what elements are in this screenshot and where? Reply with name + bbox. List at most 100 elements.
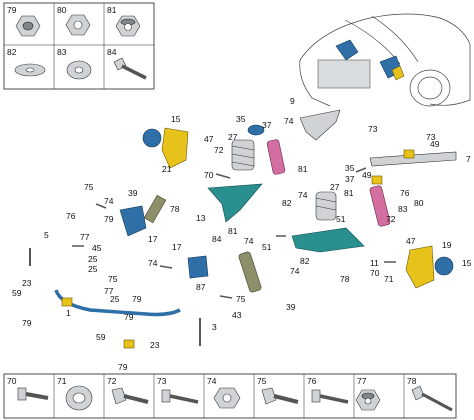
part-callout: 23 <box>22 278 32 288</box>
part-callout: 35 <box>345 163 355 173</box>
suspension-parts <box>29 109 457 349</box>
grid-cell-label: 82 <box>7 47 17 57</box>
grid-cell-label: 81 <box>107 5 117 15</box>
part-callout: 25 <box>88 254 98 264</box>
part-callout: 7 <box>466 154 471 164</box>
part-callout: 74 <box>284 116 294 126</box>
part-callout: 77 <box>104 286 114 296</box>
part-callout: 74 <box>298 190 308 200</box>
hex-nut-icon <box>65 14 91 36</box>
hub-bearing-right <box>434 256 454 276</box>
hub-carrier <box>119 205 147 237</box>
part-callout: 74 <box>244 236 254 246</box>
upper-control-arm <box>299 109 341 141</box>
flange-nut-icon <box>213 387 241 409</box>
part-callout: 81 <box>298 164 308 174</box>
stabilizer-bar <box>54 289 181 317</box>
grid-cell-label: 80 <box>57 5 67 15</box>
grid-cell-label: 77 <box>357 376 367 386</box>
knuckle <box>161 127 189 169</box>
bushing <box>403 149 415 159</box>
part-callout: 70 <box>370 268 380 278</box>
part-callout: 79 <box>132 294 142 304</box>
part-callout: 73 <box>426 132 436 142</box>
part-callout: 39 <box>286 302 296 312</box>
bolt-icon <box>311 389 349 404</box>
part-callout: 47 <box>204 134 214 144</box>
grid-cell-label: 74 <box>207 376 217 386</box>
lower-control-arm <box>291 227 365 253</box>
grid-cell-label: 72 <box>107 376 117 386</box>
part-callout: 37 <box>345 174 355 184</box>
damper-lower-right <box>238 251 262 293</box>
part-callout: 17 <box>172 242 182 252</box>
bar-bushing <box>61 297 73 307</box>
part-callout: 76 <box>66 211 76 221</box>
part-callout: 78 <box>340 274 350 284</box>
part-callout: 43 <box>232 310 242 320</box>
bar-bushing <box>123 339 135 349</box>
part-callout: 74 <box>104 196 114 206</box>
part-callout: 59 <box>96 332 106 342</box>
grid-cell-label: 84 <box>107 47 117 57</box>
grid-cell-label: 71 <box>57 376 67 386</box>
spring-seat <box>247 124 265 136</box>
part-callout: 9 <box>290 96 295 106</box>
part-callout: 15 <box>462 258 472 268</box>
part-callout: 73 <box>368 124 378 134</box>
part-callout: 72 <box>386 214 396 224</box>
part-callout: 25 <box>88 264 98 274</box>
part-callout: 77 <box>80 232 90 242</box>
trailing-arm <box>207 183 263 223</box>
fastener-grid-bottom: 70 71 72 73 74 75 76 77 78 <box>3 373 457 419</box>
oval-washer-icon <box>14 63 46 77</box>
lock-nut-icon <box>115 15 141 37</box>
part-callout: 19 <box>442 240 452 250</box>
part-callout: 80 <box>414 198 424 208</box>
lock-nut-icon <box>355 389 381 411</box>
part-callout: 23 <box>150 340 160 350</box>
part-callout: 11 <box>370 258 379 268</box>
part-callout: 49 <box>430 139 440 149</box>
part-callout: 21 <box>162 164 172 174</box>
part-callout: 17 <box>148 234 158 244</box>
grid-cell-label: 83 <box>57 47 67 57</box>
part-callout: 72 <box>214 145 224 155</box>
damper-right <box>369 185 391 227</box>
part-callout: 81 <box>344 188 354 198</box>
hub-bearing <box>142 128 162 148</box>
part-callout: 79 <box>124 312 134 322</box>
part-callout: 13 <box>196 213 206 223</box>
long-bolt-icon <box>411 385 453 412</box>
part-callout: 76 <box>400 188 410 198</box>
part-callout: 49 <box>362 170 372 180</box>
part-callout: 25 <box>110 294 120 304</box>
part-callout: 87 <box>196 282 206 292</box>
small-fasteners <box>72 167 396 299</box>
grid-cell-label: 79 <box>7 5 17 15</box>
part-callout: 75 <box>84 182 94 192</box>
part-callout: 1 <box>66 308 71 318</box>
fastener-grid-top: 79 80 81 82 83 84 <box>3 2 155 90</box>
part-callout: 51 <box>262 242 272 252</box>
washer-icon <box>66 60 92 80</box>
part-callout: 27 <box>228 132 238 142</box>
part-callout: 35 <box>236 114 246 124</box>
upper-link <box>369 151 457 167</box>
part-callout: 71 <box>384 274 394 284</box>
part-callout: 59 <box>12 288 22 298</box>
part-callout: 79 <box>22 318 32 328</box>
washer-icon <box>65 385 93 411</box>
coil-spring <box>231 139 255 171</box>
grid-cell-label: 73 <box>157 376 167 386</box>
part-callout: 78 <box>170 204 180 214</box>
flange-nut-icon <box>15 15 41 37</box>
grid-cell-label: 70 <box>7 376 17 386</box>
part-callout: 83 <box>398 204 408 214</box>
part-callout: 45 <box>92 243 102 253</box>
damper <box>266 139 286 175</box>
damper-lower <box>143 194 167 224</box>
grid-cell-label: 78 <box>407 376 417 386</box>
coil-spring-right <box>315 191 337 221</box>
